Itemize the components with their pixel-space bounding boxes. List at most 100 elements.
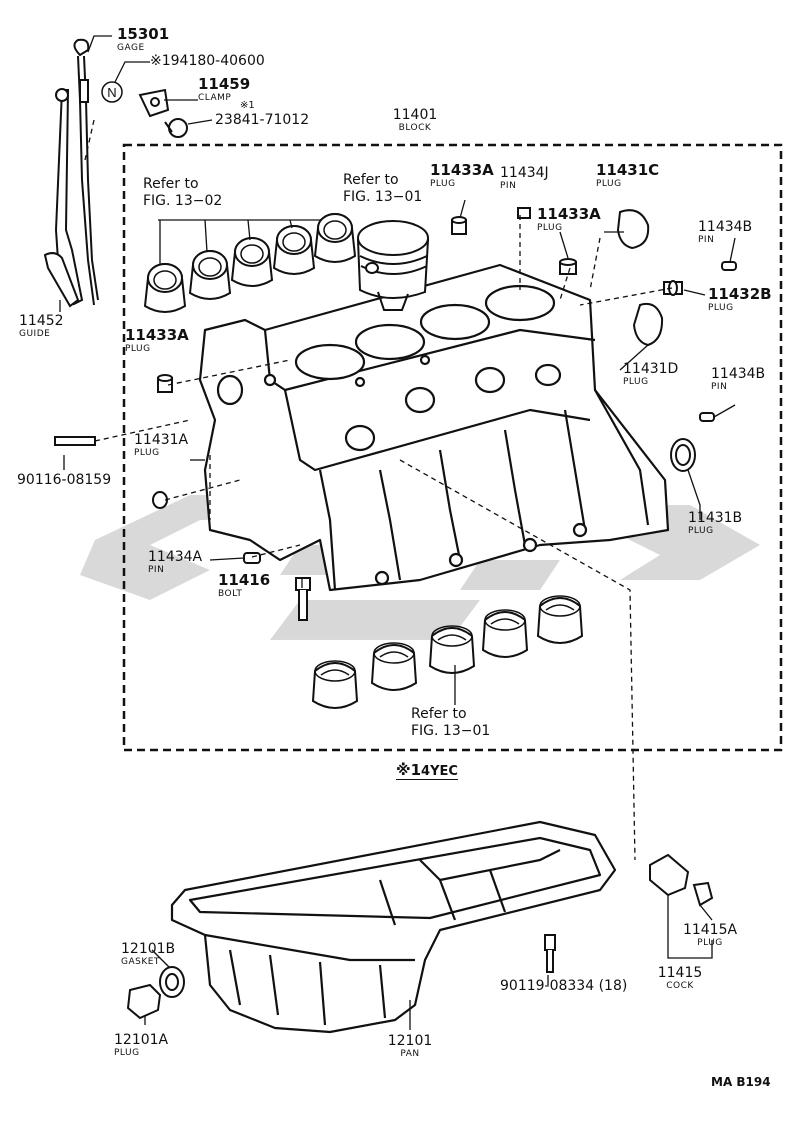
- label-11431a: 11431A PLUG: [134, 433, 188, 458]
- part-number: 15301: [117, 25, 170, 43]
- part-number: 11415: [657, 965, 703, 981]
- ref-line: Refer to: [411, 706, 467, 722]
- part-number: 11452: [19, 313, 64, 329]
- label-11431b: 11431B PLUG: [688, 511, 742, 536]
- label-12101b: 12101B GASKET: [121, 942, 175, 967]
- gage-guide-icon: [43, 88, 84, 308]
- label-11434a: 11434A PIN: [148, 550, 202, 575]
- label-90116: 90116-08159: [17, 472, 112, 488]
- plugs-and-pins-icons: [54, 207, 737, 621]
- ref-line: FIG. 13−02: [143, 193, 223, 209]
- oil-gage-icon: [73, 38, 99, 306]
- note-mark: ※1: [396, 761, 422, 779]
- cylinder-block-icon: [198, 263, 670, 592]
- part-number: 11415A: [682, 922, 738, 938]
- pan-bolt-icon: [544, 934, 556, 973]
- part-number: 11459: [198, 75, 251, 93]
- part-name: PLUG: [708, 303, 734, 313]
- part-name: PLUG: [125, 344, 151, 354]
- part-name: PLUG: [134, 448, 160, 458]
- part-number: 11401: [392, 107, 438, 123]
- part-name: GUIDE: [19, 329, 51, 339]
- clamp-icon: [138, 88, 170, 118]
- part-name: COCK: [666, 981, 694, 991]
- pan-leaders: [144, 895, 713, 1030]
- part-name: PIN: [148, 565, 165, 575]
- label-11433a-top: 11433A PLUG: [430, 163, 494, 189]
- piston-icon: [356, 220, 430, 311]
- label-11452: 11452 GUIDE: [19, 314, 64, 339]
- ref-line: Refer to: [343, 172, 399, 188]
- svg-text:N: N: [107, 85, 116, 100]
- label-194180: ※194180-40600: [150, 53, 265, 69]
- label-23841: 23841-71012: [215, 112, 310, 128]
- part-number: 11416: [218, 571, 271, 589]
- label-11401: 11401 BLOCK: [385, 108, 445, 133]
- label-11434b-mid: 11434B PIN: [711, 367, 765, 392]
- label-11416: 11416 BOLT: [218, 573, 270, 599]
- part-name: PLUG: [430, 179, 456, 189]
- part-name: PIN: [500, 181, 517, 191]
- part-number: 12101: [387, 1033, 433, 1049]
- part-name: CLAMP: [198, 93, 232, 103]
- note-1-mark: ※1: [240, 100, 255, 111]
- bolt-23841-icon: [164, 118, 188, 138]
- fig1302-leaders: [158, 213, 331, 264]
- label-11459: 11459 CLAMP: [198, 77, 250, 103]
- ref-line: FIG. 13−01: [343, 189, 423, 205]
- part-name: BLOCK: [398, 123, 432, 133]
- label-15301: 15301 GAGE: [117, 27, 169, 53]
- part-number: 11431C: [596, 161, 660, 179]
- drain-plug-icon: [126, 966, 185, 1020]
- part-number: 11434A: [148, 549, 203, 565]
- part-number: 11433A: [537, 205, 601, 223]
- solid-leaders: [59, 35, 736, 588]
- part-name: PIN: [698, 235, 715, 245]
- ref-fig-13-02: Refer to FIG. 13−02: [143, 176, 222, 210]
- label-11415: 11415 COCK: [640, 966, 720, 991]
- oil-pan-icon: [170, 820, 617, 1034]
- part-name: PLUG: [114, 1048, 140, 1058]
- part-number: 12101B: [121, 941, 176, 957]
- label-12101a: 12101A PLUG: [114, 1033, 168, 1058]
- drawing-code: MA B194: [711, 1075, 771, 1089]
- ref-line: Refer to: [143, 176, 199, 192]
- label-11434j: 11434J PIN: [500, 166, 549, 191]
- part-name: PLUG: [537, 223, 563, 233]
- engine-code: 4YEC: [421, 764, 458, 779]
- part-number: 11432B: [708, 285, 772, 303]
- label-11431c: 11431C PLUG: [596, 163, 659, 189]
- ref-line: FIG. 13−01: [411, 723, 491, 739]
- part-name: GAGE: [117, 43, 145, 53]
- part-number: 11433A: [125, 326, 189, 344]
- block-assembly-boundary: [122, 143, 783, 752]
- part-name: BOLT: [218, 589, 243, 599]
- part-number: 11434B: [711, 366, 766, 382]
- part-number: 11431B: [688, 510, 743, 526]
- n-symbol-icon: N: [101, 81, 123, 103]
- part-name: PLUG: [697, 938, 723, 948]
- part-number: 11431A: [134, 432, 189, 448]
- part-number: 11433A: [430, 161, 494, 179]
- label-11433a-mid: 11433A PLUG: [537, 207, 601, 233]
- part-number: 12101A: [114, 1032, 169, 1048]
- part-name: PLUG: [623, 377, 649, 387]
- label-11433a-left: 11433A PLUG: [125, 328, 189, 354]
- label-11431d: 11431D PLUG: [623, 362, 678, 387]
- upper-bearings-icon: [144, 213, 356, 313]
- part-name: PLUG: [596, 179, 622, 189]
- ref-fig-13-01-top: Refer to FIG. 13−01: [343, 172, 422, 206]
- drain-cock-icon: [649, 853, 714, 907]
- part-number: 11434B: [698, 219, 753, 235]
- part-name: PAN: [400, 1049, 420, 1059]
- ref-fig-13-01-bottom: Refer to FIG. 13−01: [411, 706, 490, 740]
- label-11415a: 11415A PLUG: [658, 923, 762, 948]
- engine-applicability-note: ※14YEC: [396, 762, 458, 780]
- part-number: 11434J: [500, 165, 549, 181]
- label-12101: 12101 PAN: [370, 1034, 450, 1059]
- label-90119: 90119-08334 (18): [500, 978, 628, 994]
- part-name: PIN: [711, 382, 728, 392]
- part-name: GASKET: [121, 957, 160, 967]
- dashed-leaders: [84, 119, 673, 861]
